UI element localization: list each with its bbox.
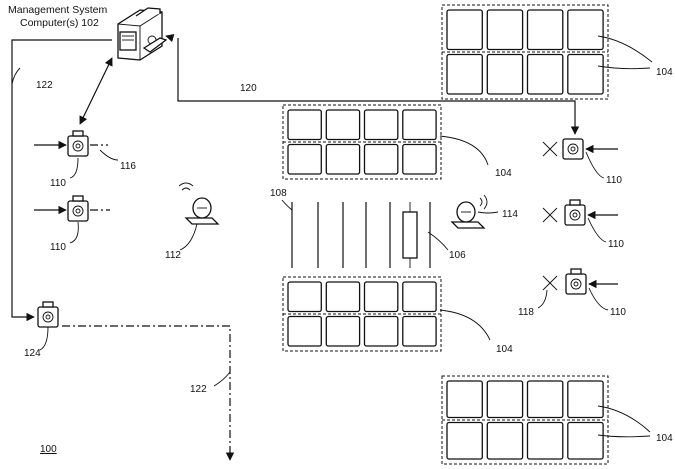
shelf-bin xyxy=(446,53,483,95)
shelf-rack xyxy=(282,104,442,180)
system-label-line1: Management System xyxy=(8,4,107,16)
ref-100: 100 xyxy=(40,444,57,455)
camera-icon xyxy=(37,301,59,328)
shelf-bin xyxy=(567,380,604,419)
ref-104-a: 104 xyxy=(495,168,512,179)
shelf-bin xyxy=(363,109,399,141)
ref-110-a: 110 xyxy=(50,178,66,189)
shelf-bin xyxy=(325,143,361,175)
ref-122-top: 122 xyxy=(36,80,53,91)
ref-116: 116 xyxy=(120,161,136,172)
shelf-bin xyxy=(287,315,322,347)
camera-icon xyxy=(34,195,110,222)
shelf-bin xyxy=(567,9,604,51)
shelf-bin xyxy=(486,380,524,419)
shelf-bin xyxy=(446,421,483,460)
server-computer-icon xyxy=(117,7,168,61)
ref-106: 106 xyxy=(449,250,466,261)
ref-112: 112 xyxy=(165,250,181,261)
network-link-122 xyxy=(11,39,235,461)
link-to-camera xyxy=(79,57,113,125)
ref-110-c: 110 xyxy=(606,175,622,186)
wireless-sensor-icon xyxy=(178,182,220,225)
shelf-bin xyxy=(287,143,322,175)
shelf-rack xyxy=(441,375,609,465)
ref-104-c: 104 xyxy=(656,67,673,78)
camera-icon xyxy=(542,138,618,160)
shelf-bin xyxy=(526,380,564,419)
shelf-bin xyxy=(363,143,399,175)
shelf-bin xyxy=(446,9,483,51)
shelf-bin xyxy=(402,281,437,313)
shelf-bin xyxy=(486,53,524,95)
shelf-bin xyxy=(287,281,322,313)
shelf-bin xyxy=(402,143,437,175)
ref-120: 120 xyxy=(240,83,257,94)
ref-114: 114 xyxy=(502,209,518,220)
shelf-bin xyxy=(325,109,361,141)
ref-122-bottom: 122 xyxy=(190,384,207,395)
shelf-bin xyxy=(287,109,322,141)
ref-104-b: 104 xyxy=(496,344,513,355)
shelf-bin xyxy=(486,9,524,51)
shelf-bin xyxy=(567,53,604,95)
tracked-object xyxy=(402,202,418,268)
shelf-rack xyxy=(282,276,442,352)
aisle-lanes xyxy=(291,202,431,268)
shelf-bin xyxy=(486,421,524,460)
camera-icon xyxy=(542,199,618,226)
shelf-bin xyxy=(526,9,564,51)
ref-104-d: 104 xyxy=(656,433,673,444)
ref-124: 124 xyxy=(24,348,41,359)
ref-118: 118 xyxy=(518,307,534,318)
shelf-bin xyxy=(567,421,604,460)
ref-110-b: 110 xyxy=(50,242,66,253)
shelf-bin xyxy=(526,53,564,95)
system-label-line2: Computer(s) 102 xyxy=(20,17,99,29)
camera-icon xyxy=(542,268,618,295)
network-link-120 xyxy=(165,34,580,135)
shelf-racks xyxy=(282,4,609,465)
leader-lines xyxy=(11,35,653,438)
ref-108: 108 xyxy=(270,188,287,199)
ref-110-e: 110 xyxy=(610,307,626,318)
shelf-bin xyxy=(363,281,399,313)
wireless-sensor-icon xyxy=(450,194,488,229)
shelf-bin xyxy=(325,281,361,313)
shelf-bin xyxy=(526,421,564,460)
labels: Management System Computer(s) 102 120 12… xyxy=(8,4,673,455)
shelf-bin xyxy=(402,315,437,347)
shelf-bin xyxy=(402,109,437,141)
camera-icon xyxy=(34,130,108,157)
shelf-rack xyxy=(441,4,609,100)
ref-110-d: 110 xyxy=(608,239,624,250)
shelf-bin xyxy=(325,315,361,347)
shelf-bin xyxy=(446,380,483,419)
shelf-bin xyxy=(363,315,399,347)
